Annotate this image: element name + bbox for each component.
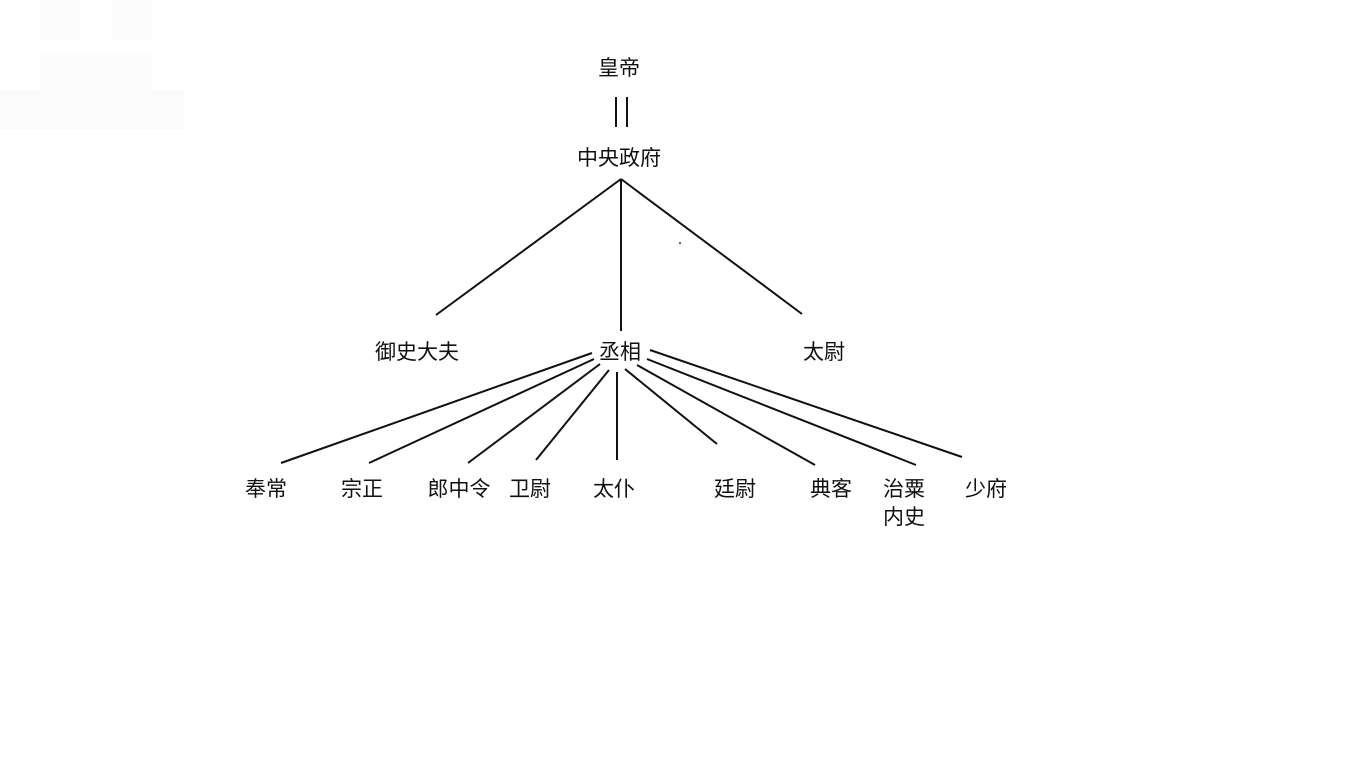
node-taipu: 太仆 (593, 477, 635, 501)
node-tingwei: 廷尉 (714, 477, 756, 501)
node-zongzheng: 宗正 (341, 477, 383, 501)
edge-chengxiang-fengchang (280, 352, 593, 464)
node-chengxiang: 丞相 (599, 340, 641, 364)
node-weiwei: 卫尉 (509, 477, 551, 501)
node-central-government: 中央政府 (577, 146, 661, 170)
node-zhisu: 治粟 (883, 477, 925, 501)
edge-central-yushi (435, 178, 622, 316)
node-yushi-dafu: 御史大夫 (375, 340, 459, 364)
edge-chengxiang-zongzheng (368, 358, 595, 464)
node-taiwei: 太尉 (803, 340, 845, 364)
edge-chengxiang-tingwei (624, 368, 718, 445)
watermark-block (40, 0, 80, 40)
watermark-block (0, 90, 184, 130)
node-dianke: 典客 (810, 477, 852, 501)
edge-chengxiang-langzhongling (467, 363, 601, 464)
edge-chengxiang-shaofu (649, 349, 963, 458)
node-neishi: 内史 (883, 505, 925, 529)
edge-chengxiang-dianke (636, 364, 816, 466)
watermark-block (40, 55, 152, 95)
node-langzhongling: 郎中令 (427, 477, 491, 501)
node-shaofu: 少府 (965, 477, 1007, 501)
node-fengchang: 奉常 (245, 477, 287, 501)
edge-chengxiang-zhisu (646, 358, 917, 466)
watermark-block (112, 0, 152, 40)
stray-dot (679, 242, 681, 244)
node-emperor: 皇帝 (598, 56, 640, 80)
edge-central-taiwei (620, 178, 803, 315)
edge-chengxiang-weiwei (535, 369, 610, 461)
